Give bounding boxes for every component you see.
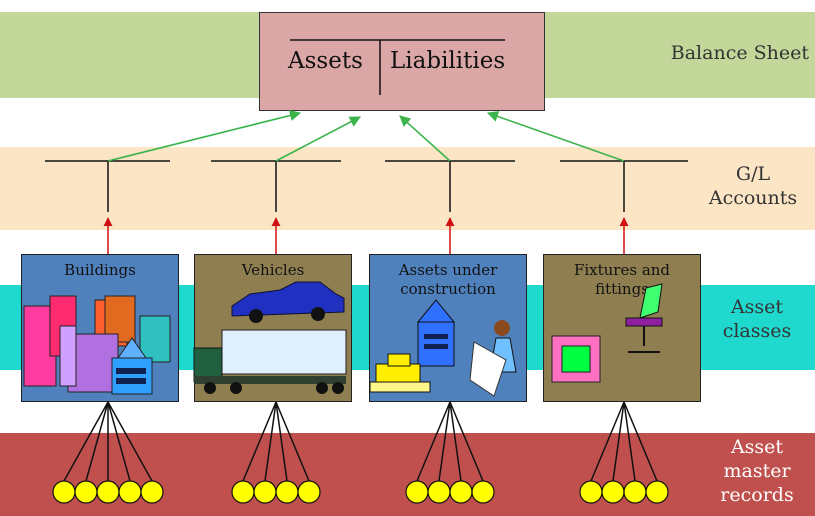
asset-master-record-dot [579,480,603,504]
record-link-line [612,401,625,482]
asset-master-record-dot [645,480,669,504]
record-link-line [275,401,288,482]
construction-icon [369,299,517,397]
asset-master-record-dot [471,480,495,504]
record-link-line [242,401,277,482]
green-arrow-3 [399,115,451,162]
balance-sheet-label: Balance Sheet [670,42,809,64]
asset-class-title: Vehicles [195,261,351,280]
record-link-line [449,401,462,482]
record-link-line [107,401,131,482]
gl-t-account-2 [211,160,341,212]
asset-master-record-dot [253,480,277,504]
record-link-line [275,401,310,482]
master-records-group [52,401,669,504]
asset-master-record-dot [96,480,120,504]
record-link-line [85,401,109,482]
gl-t-account-1 [45,160,170,212]
asset-master-record-dot [427,480,451,504]
asset-master-record-dot [140,480,164,504]
green-arrow-1 [107,110,302,162]
asset-class-title: Fixtures and fittings [544,261,700,299]
master-label-line1: Asset [730,436,784,458]
record-link-line [416,401,451,482]
class-title-line1: Assets under [398,261,498,279]
record-link-line [623,401,636,482]
gl-accounts-label: G/L Accounts [703,163,803,211]
record-link-line [590,401,625,482]
asset-master-record-dot [297,480,321,504]
asset-master-records-band [0,433,815,516]
asset-master-record-dot [74,480,98,504]
asset-master-record-dot [449,480,473,504]
asset-class-title: Assets under construction [370,261,526,299]
record-link-line [264,401,277,482]
green-arrow-4 [486,111,625,162]
green-arrow-2 [275,116,361,162]
record-link-line [449,401,484,482]
asset-master-record-dot [231,480,255,504]
asset-master-record-dot [275,480,299,504]
master-label-line3: records [720,483,794,506]
balance-sheet-t-account [290,39,505,95]
record-link-line [623,401,658,482]
asset-class-title: Buildings [22,261,178,280]
class-title-line1: Vehicles [241,261,305,279]
asset-master-record-dot [405,480,429,504]
class-title-line1: Fixtures and [573,261,671,279]
record-link-line [438,401,451,482]
class-title-line2: fittings [595,279,649,298]
record-link-line [63,401,109,482]
asset-master-record-dot [623,480,647,504]
vehicles-icon [193,281,347,394]
asset-classes-label: Asset classes [717,296,797,344]
class-title-line1: Buildings [64,261,136,279]
liabilities-label: Liabilities [390,48,506,74]
class-title-line2: construction [400,279,496,298]
classes-label-line2: classes [722,319,792,342]
gl-label-line2: Accounts [708,186,798,209]
gl-t-account-4 [560,160,688,212]
buildings-icon [23,295,171,395]
master-records-label: Asset master records [717,436,797,507]
gl-t-account-3 [385,160,515,212]
asset-master-record-dot [601,480,625,504]
master-label-line2: master [723,459,791,482]
assets-label: Assets [288,48,363,74]
asset-master-record-dot [118,480,142,504]
fixtures-icon [551,283,663,383]
gl-label-line1: G/L [735,163,771,185]
record-link-line [107,401,153,482]
balance-sheet-box [259,12,545,111]
classes-label-line1: Asset [730,296,784,318]
asset-master-record-dot [52,480,76,504]
